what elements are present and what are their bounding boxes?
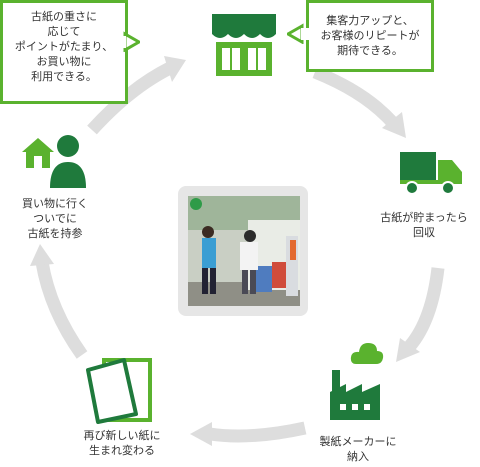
arrowhead-factory: [396, 338, 420, 362]
arrowhead-store: [164, 56, 186, 82]
label-shopping: 買い物に行く ついでに 古紙を持参: [22, 197, 88, 240]
callout-left: 古紙の重さに 応じて ポイントがたまり、 お買い物に 利用できる。: [0, 0, 128, 104]
person-icon: [50, 135, 86, 188]
arrow-paper-to-shopping: [35, 260, 88, 359]
paper-icon: [86, 358, 152, 424]
arrowhead-truck: [382, 112, 406, 138]
arrow-factory-to-paper: [209, 421, 307, 443]
store-icon: [212, 14, 276, 76]
arrow-truck-to-factory: [404, 267, 445, 351]
label-factory: 製紙メーカーに 納入: [319, 435, 397, 463]
house-person-icons: [22, 135, 86, 188]
callout-right-pointer: [287, 23, 309, 44]
cloud-icon: [350, 343, 384, 364]
truck-icon: [400, 152, 462, 195]
arrow-store-to-truck: [312, 65, 397, 127]
label-truck: 古紙が貯まったら 回収: [380, 211, 468, 239]
callout-right: 集客力アップと、 お客様のリピートが 期待できる。: [306, 0, 434, 72]
arrow-shopping-to-store: [87, 62, 173, 135]
factory-icon: [330, 370, 380, 420]
arrowhead-shopping: [30, 244, 54, 266]
arrowhead-paper: [190, 422, 212, 446]
house-icon: [22, 138, 54, 168]
collection-station-photo: [188, 196, 300, 306]
callout-left-pointer: [118, 31, 140, 52]
label-paper: 再び新しい紙に 生まれ変わる: [83, 429, 161, 457]
